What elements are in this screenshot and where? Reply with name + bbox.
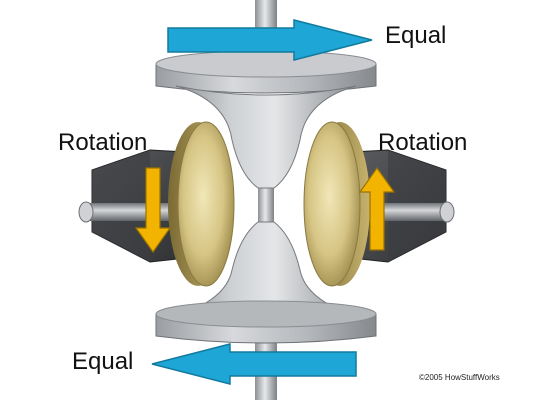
right-roller	[303, 121, 370, 287]
rotation-arrow-right-up	[358, 166, 396, 251]
left-roller	[168, 121, 235, 287]
rotation-arrow-left-down	[134, 167, 172, 254]
equal-arrow-bottom	[151, 343, 357, 385]
output-disc	[155, 221, 377, 344]
rotation-label-left: Rotation	[58, 129, 148, 156]
equal-label-bottom: Equal	[72, 348, 134, 375]
equal-label-top: Equal	[385, 22, 447, 49]
input-disc	[155, 50, 377, 189]
rotation-label-right: Rotation	[378, 129, 468, 156]
copyright-notice: ©2005 HowStuffWorks	[419, 373, 500, 382]
equal-arrow-top	[167, 19, 373, 61]
